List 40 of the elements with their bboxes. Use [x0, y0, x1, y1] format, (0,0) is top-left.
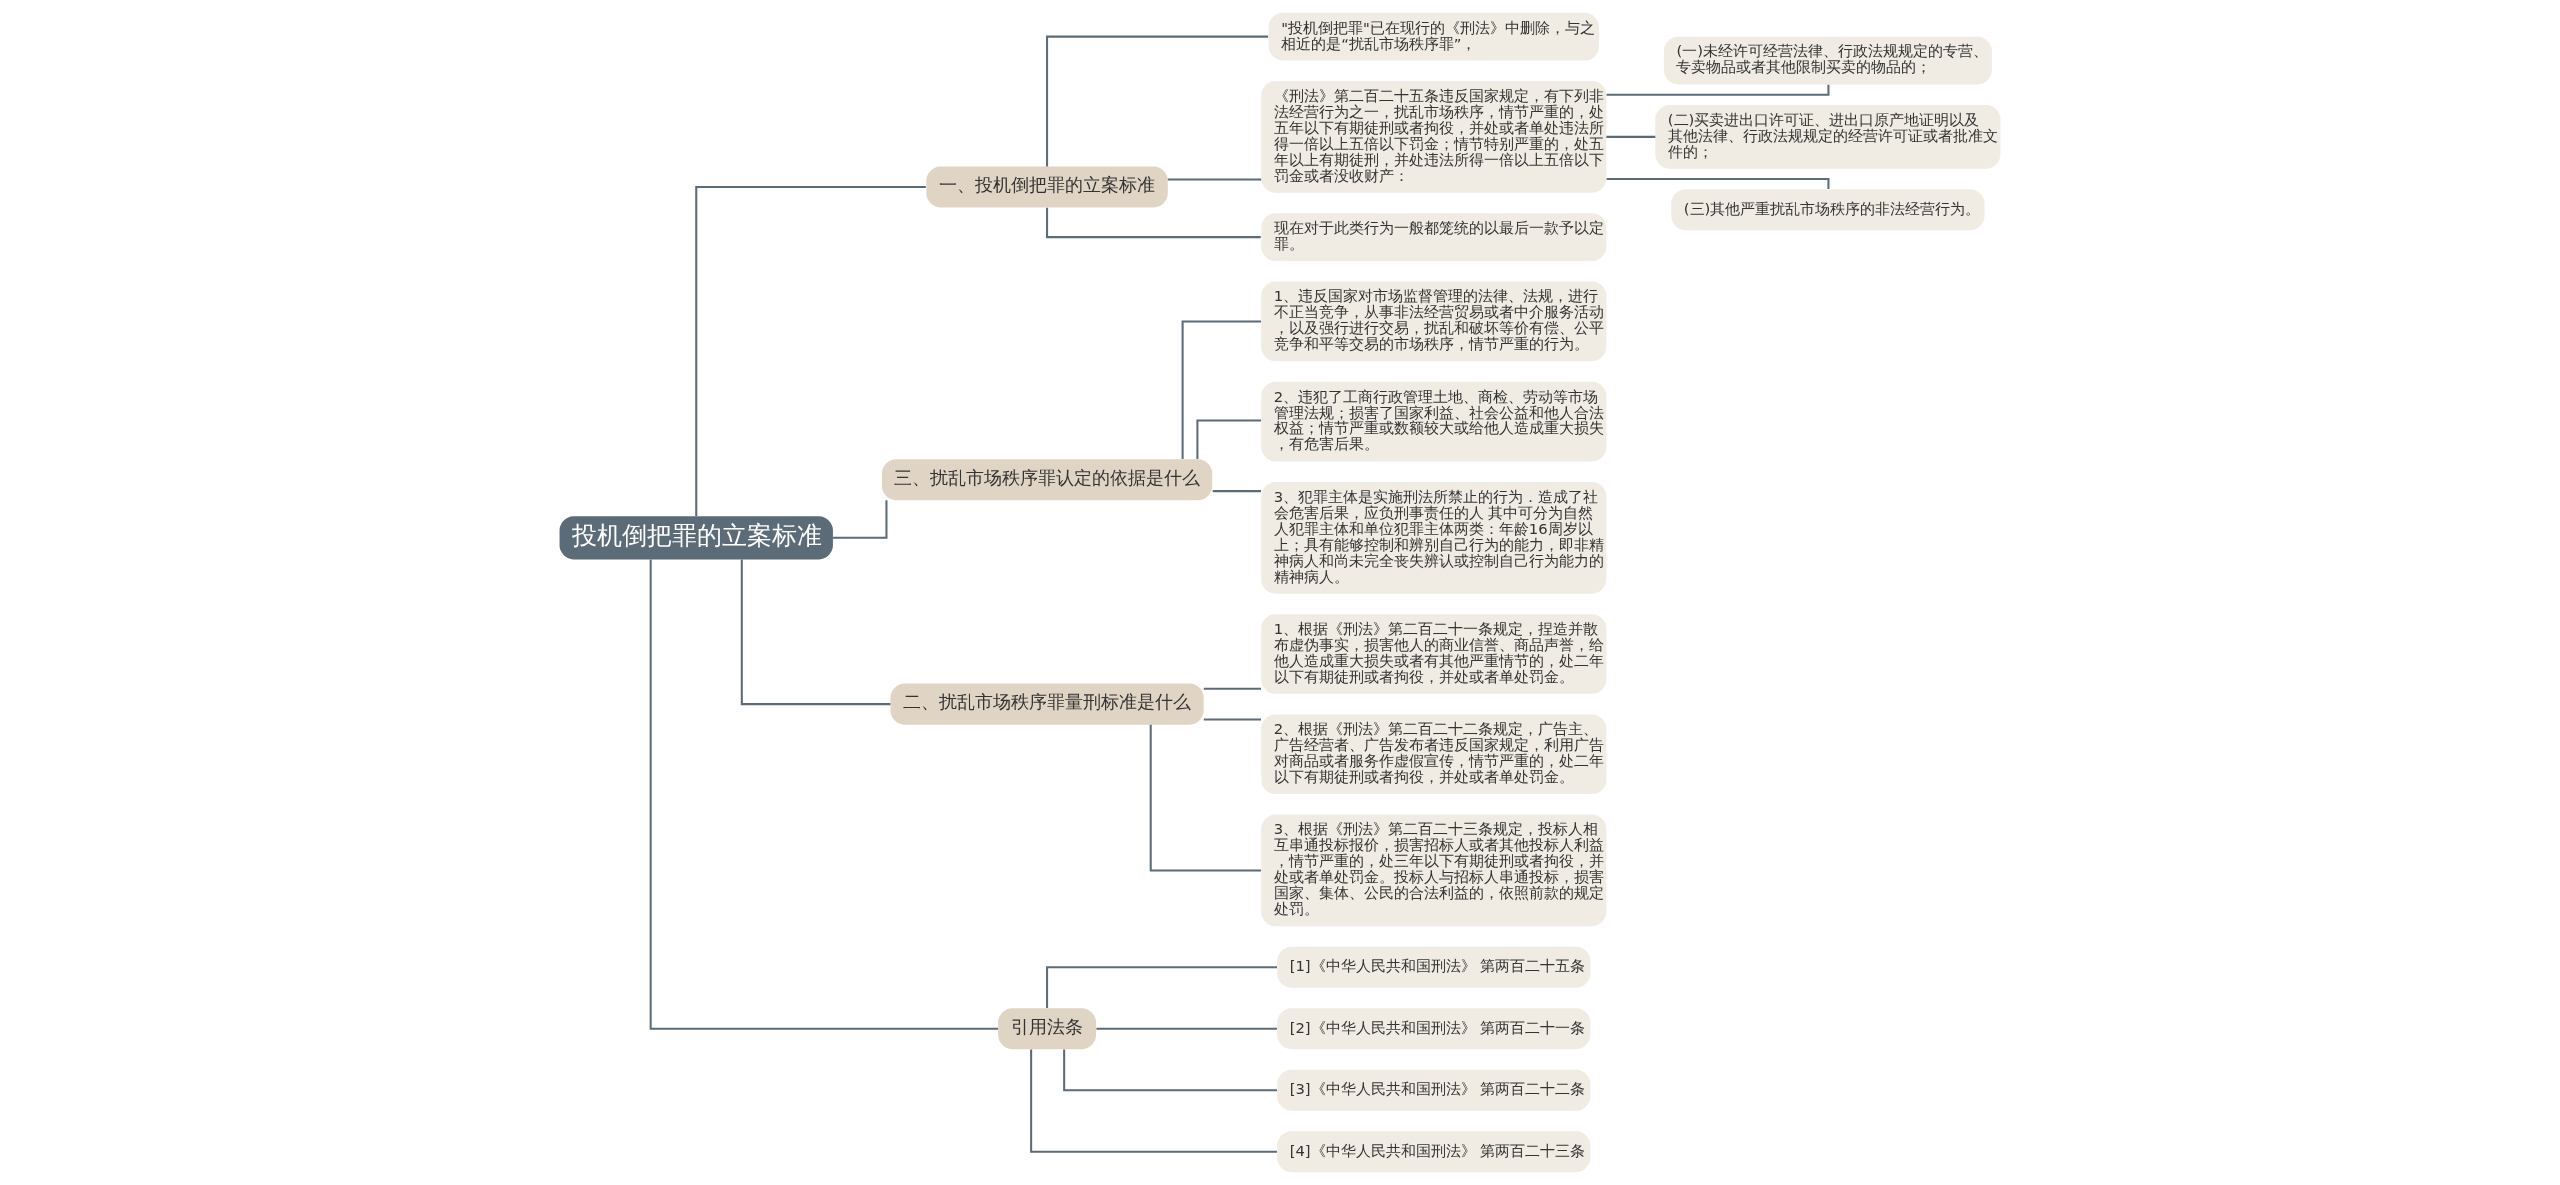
node-box: 2、根据《刑法》第二百二十二条规定，广告主、广告经营者、广告发布者违反国家规定，利用广告对商品或者服务作虚假宣传，情节严重的，处二年以下有期徒刑或者拘役，并处或者单处罚金。: [1261, 714, 1607, 795]
node-box: "投机倒把罪"已在现行的《刑法》中删除，与之相近的是“扰乱市场秩序罪”，: [1268, 12, 1599, 61]
connector: [740, 559, 891, 706]
node-box: 2、违犯了工商行政管理土地、商检、劳动等市场管理法规；损害了国家利益、社会公益和他人合法权益；情节严重或数额较大或给他人造成重大损失，有危害后果。: [1261, 381, 1607, 462]
connector: [1167, 178, 1262, 181]
connector: [1212, 490, 1262, 493]
node-box: 现在对于此类行为一般都笼统的以最后一款予以定罪。: [1261, 213, 1607, 262]
connector: [695, 185, 926, 516]
node-box: (三)其他严重扰乱市场秩序的非法经营行为。: [1671, 189, 1985, 231]
node-box: 二、扰乱市场秩序罪量刑标准是什么: [890, 683, 1204, 725]
connector: [1149, 724, 1261, 872]
node-box: [1]《中华人民共和国刑法》 第两百二十五条: [1277, 946, 1591, 988]
connector: [1203, 687, 1261, 690]
node-box: [3]《中华人民共和国刑法》 第两百二十二条: [1277, 1069, 1591, 1111]
node-box: 3、犯罪主体是实施刑法所禁止的行为．造成了社会危害后果，应负刑事责任的人 其中可分为自然人犯罪主体和单位犯罪主体两类：年龄16周岁以上；具有能够控制和辨别自己行为的能力，即非精神病人和尚未完全丧失辨认或控制自己行为能力的精神病人。: [1261, 482, 1607, 594]
connector: [649, 559, 999, 1030]
connector: [832, 500, 888, 539]
node-box: 三、扰乱市场秩序罪认定的依据是什么: [881, 459, 1213, 501]
node-box: 1、根据《刑法》第二百二十一条规定，捏造并散布虚伪事实，损害他人的商业信誉、商品声誉，给他人造成重大损失或者有其他严重情节的，处二年以下有期徒刑或者拘役，并处或者单处罚金。: [1261, 614, 1607, 694]
connector: [1606, 84, 1830, 96]
node-box: [4]《中华人民共和国刑法》 第两百二十三条: [1277, 1131, 1591, 1173]
connector: [1030, 1049, 1277, 1153]
connector: [1063, 1049, 1277, 1092]
node-box: 3、根据《刑法》第二百二十三条规定，投标人相互串通投标报价，损害招标人或者其他投标人利益，情节严重的，处三年以下有期徒刑或者拘役，并处或者单处罚金。投标人与招标人串通投标，损害国家、集体、公民的合法利益的，依照前款的规定处罚。: [1261, 814, 1607, 927]
node-box: 一、投机倒把罪的立案标准: [926, 166, 1168, 208]
node-box: (二)买卖进出口许可证、进出口原产地证明以及其他法律、行政法规规定的经营许可证或者批准文件的；: [1655, 105, 2001, 169]
connector: [1046, 966, 1278, 1008]
node-box: 1、违反国家对市场监督管理的法律、法规，进行不正当竞争，从事非法经营贸易或者中介服务活动，以及强行进行交易，扰乱和破坏等价有偿、公平竞争和平等交易的市场秩序，情节严重的行为。: [1261, 281, 1607, 362]
connector: [1606, 135, 1656, 138]
node-box: [2]《中华人民共和国刑法》 第两百二十一条: [1277, 1008, 1591, 1050]
connector: [1046, 207, 1261, 239]
node-box: 引用法条: [998, 1008, 1097, 1050]
node-box: 《刑法》第二百二十五条违反国家规定，有下列非法经营行为之一，扰乱市场秩序，情节严重的，处五年以下有期徒刑或者拘役，并处或者单处违法所得一倍以上五倍以下罚金；情节特别严重的，处五年以上有期徒刑，并处违法所得一倍以上五倍以下罚金或者没收财产：: [1261, 81, 1607, 193]
connector: [1046, 35, 1269, 167]
connector: [1181, 320, 1262, 460]
connector: [1096, 1027, 1277, 1030]
connector: [1203, 718, 1261, 721]
connector: [1196, 419, 1262, 459]
node-box: 投机倒把罪的立案标准: [559, 516, 833, 560]
node-box: (一)未经许可经营法律、行政法规规定的专营、专卖物品或者其他限制买卖的物品的；: [1663, 36, 1992, 85]
